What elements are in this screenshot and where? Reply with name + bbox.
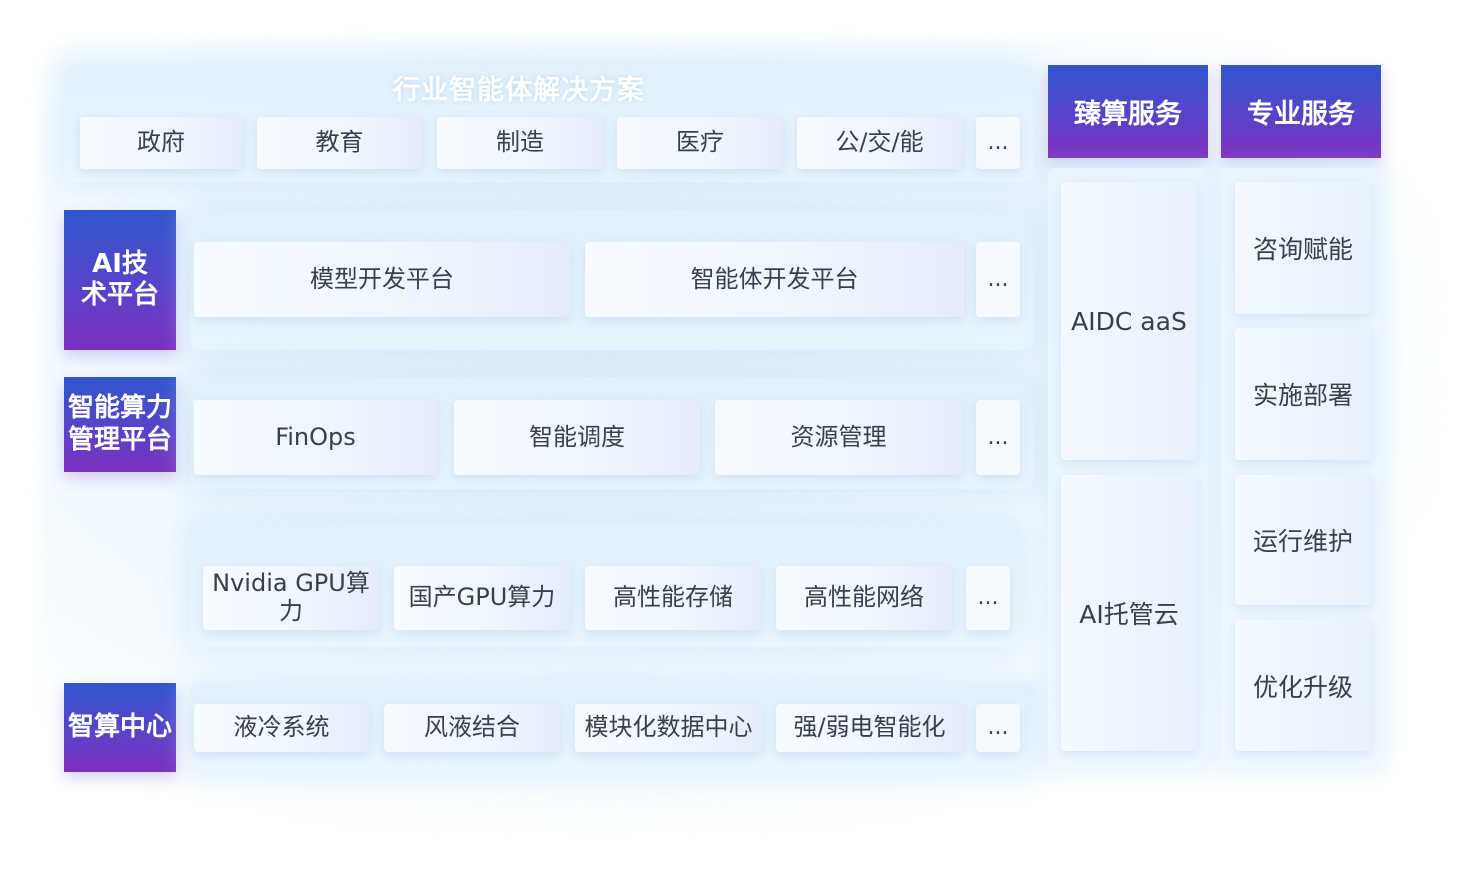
- implementation-deployment[interactable]: 实施部署: [1235, 328, 1371, 460]
- ai-platform-label: AI技术平台: [64, 210, 176, 350]
- smart-scheduling[interactable]: 智能调度: [454, 400, 700, 475]
- datacenter-label: 智算中心: [64, 683, 176, 772]
- compute-resources-more[interactable]: ...: [966, 566, 1010, 630]
- industry-item-government[interactable]: 政府: [80, 117, 242, 169]
- optimization-upgrade[interactable]: 优化升级: [1235, 620, 1371, 751]
- high-performance-network[interactable]: 高性能网络: [776, 566, 952, 630]
- modular-datacenter[interactable]: 模块化数据中心: [575, 704, 762, 752]
- professional-service-header: 专业服务: [1221, 65, 1381, 158]
- domestic-gpu-compute[interactable]: 国产GPU算力: [394, 566, 570, 630]
- finops[interactable]: FinOps: [194, 400, 437, 475]
- ai-managed-cloud[interactable]: AI托管云: [1061, 475, 1197, 751]
- industry-item-medical[interactable]: 医疗: [617, 117, 783, 169]
- nvidia-gpu-compute[interactable]: Nvidia GPU算力: [203, 566, 379, 630]
- zhensuan-service-header: 臻算服务: [1048, 65, 1208, 158]
- industry-item-more[interactable]: ...: [976, 117, 1020, 169]
- aidc-aas[interactable]: AIDC aaS: [1061, 182, 1197, 460]
- high-performance-storage[interactable]: 高性能存储: [585, 566, 761, 630]
- consulting-enablement[interactable]: 咨询赋能: [1235, 182, 1371, 314]
- power-intelligence[interactable]: 强/弱电智能化: [776, 704, 963, 752]
- industry-item-manufacturing[interactable]: 制造: [437, 117, 603, 169]
- liquid-cooling-system[interactable]: 液冷系统: [194, 704, 369, 752]
- agent-dev-platform[interactable]: 智能体开发平台: [585, 242, 964, 317]
- compute-platform-more[interactable]: ...: [976, 400, 1020, 475]
- industry-item-education[interactable]: 教育: [257, 117, 422, 169]
- industry-title: 行业智能体解决方案: [393, 75, 645, 106]
- datacenter-more[interactable]: ...: [976, 704, 1020, 752]
- compute-platform-label: 智能算力管理平台: [64, 377, 176, 472]
- ai-platform-more[interactable]: ...: [976, 242, 1020, 317]
- air-liquid-hybrid[interactable]: 风液结合: [384, 704, 560, 752]
- resource-management[interactable]: 资源管理: [715, 400, 962, 475]
- operations-maintenance[interactable]: 运行维护: [1235, 475, 1371, 605]
- model-dev-platform[interactable]: 模型开发平台: [194, 242, 570, 317]
- industry-item-public-transport-energy[interactable]: 公/交/能: [797, 117, 962, 169]
